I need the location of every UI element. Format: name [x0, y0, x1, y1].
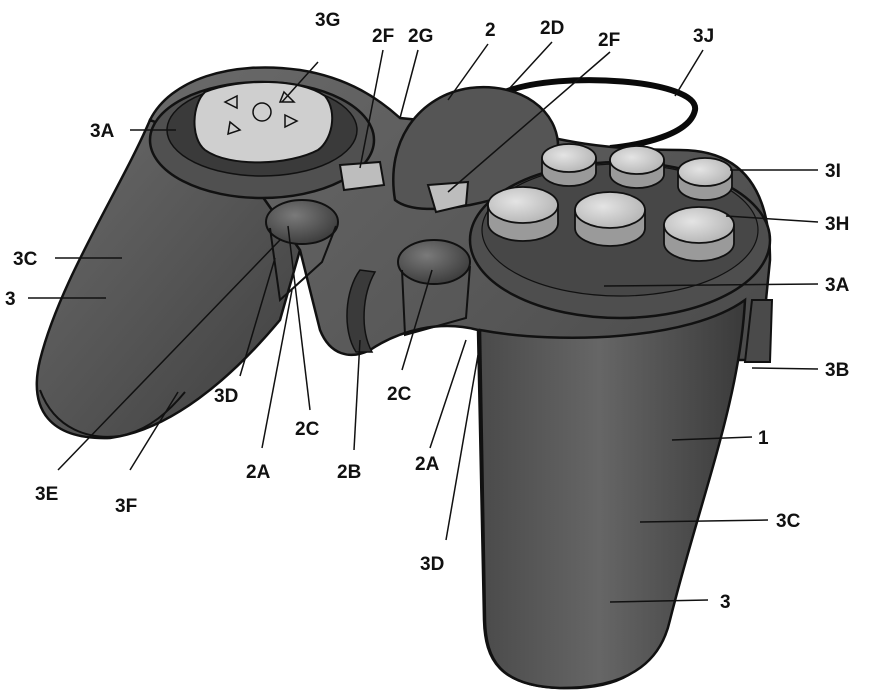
label-2D: 2D: [540, 18, 564, 39]
label-3G: 3G: [315, 10, 340, 31]
label-2A-left: 2A: [246, 462, 271, 483]
label-1: 1: [758, 428, 769, 449]
label-3A-right: 3A: [825, 275, 850, 296]
label-2G: 2G: [408, 26, 433, 47]
face-buttons-back-row: [541, 143, 733, 201]
label-2: 2: [485, 20, 496, 41]
label-3A-left: 3A: [90, 121, 115, 142]
left-grip: [35, 118, 302, 440]
dpad: [193, 81, 334, 164]
label-3C-left: 3C: [13, 249, 38, 270]
label-3-left: 3: [5, 289, 16, 310]
callout-labels: 3G 2F 2G 2 2D 2F 3J 3A 3I 3H 3C 3 3A 3B …: [5, 10, 850, 613]
face-buttons-front-row: [487, 186, 735, 262]
select-button: [338, 160, 386, 192]
label-2F-right: 2F: [598, 30, 620, 51]
label-2B: 2B: [337, 462, 361, 483]
dpad-up-arrow-icon: [278, 90, 296, 103]
dpad-down-arrow-icon: [227, 120, 242, 136]
label-3H: 3H: [825, 214, 849, 235]
right-stick-shaft: [401, 265, 471, 337]
dpad-right-arrow-icon: [284, 113, 299, 129]
right-grip: [478, 297, 747, 690]
label-3-bottom: 3: [720, 592, 731, 613]
left-analog-stick: [265, 199, 339, 245]
left-stick-shaft: [269, 225, 337, 303]
leader-lines: [28, 41, 819, 603]
start-button: [426, 180, 470, 214]
cable: [503, 77, 698, 151]
dpad-left-arrow-icon: [223, 94, 238, 110]
label-2A-right: 2A: [415, 454, 440, 475]
label-3I: 3I: [825, 161, 841, 182]
label-3D-bottom: 3D: [420, 554, 444, 575]
label-3E: 3E: [35, 484, 58, 505]
label-3B: 3B: [825, 360, 849, 381]
label-3D-left: 3D: [214, 386, 238, 407]
left-grip-lip: [39, 389, 186, 438]
dpad-center-icon: [252, 102, 272, 122]
label-3C-right: 3C: [776, 511, 801, 532]
label-2F-top: 2F: [372, 26, 394, 47]
center-hole-2B: [346, 269, 377, 353]
right-analog-stick: [397, 239, 471, 285]
label-3F: 3F: [115, 496, 137, 517]
label-2C-mid: 2C: [295, 419, 320, 440]
label-3J: 3J: [693, 26, 714, 47]
side-trigger: [743, 299, 774, 363]
label-2C-left: 2C: [387, 384, 412, 405]
